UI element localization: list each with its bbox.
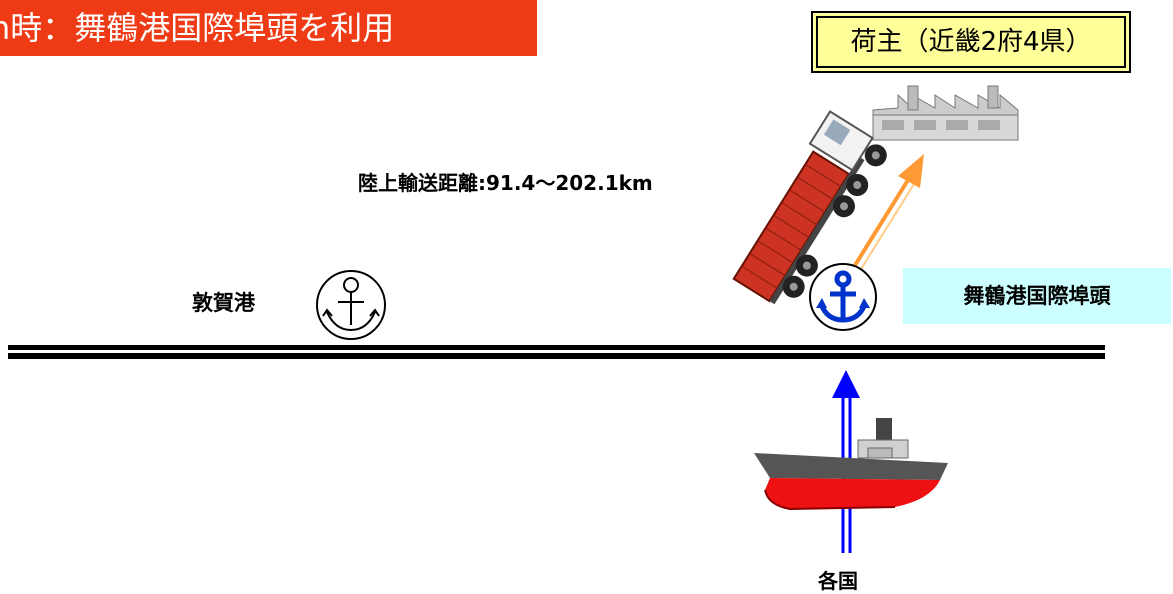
origin-countries-label: 各国 xyxy=(818,569,858,593)
truck-icon xyxy=(732,110,887,305)
distance-label: 陸上輸送距離:91.4～202.1km xyxy=(358,171,653,195)
shipper-box: 荷主（近畿2府4県） xyxy=(816,16,1126,68)
orange-route-arrow xyxy=(850,154,924,275)
anchor-icon-maizuru xyxy=(809,263,877,331)
ship-icon xyxy=(754,418,948,511)
title-banner: h時：舞鶴港国際埠頭を利用 xyxy=(0,0,537,56)
coastline xyxy=(8,345,1105,359)
anchor-icon-tsuruga xyxy=(316,270,386,340)
maizuru-port-label: 舞鶴港国際埠頭 xyxy=(903,268,1171,324)
factory-icon xyxy=(872,85,1019,141)
tsuruga-port-label: 敦賀港 xyxy=(192,291,255,315)
